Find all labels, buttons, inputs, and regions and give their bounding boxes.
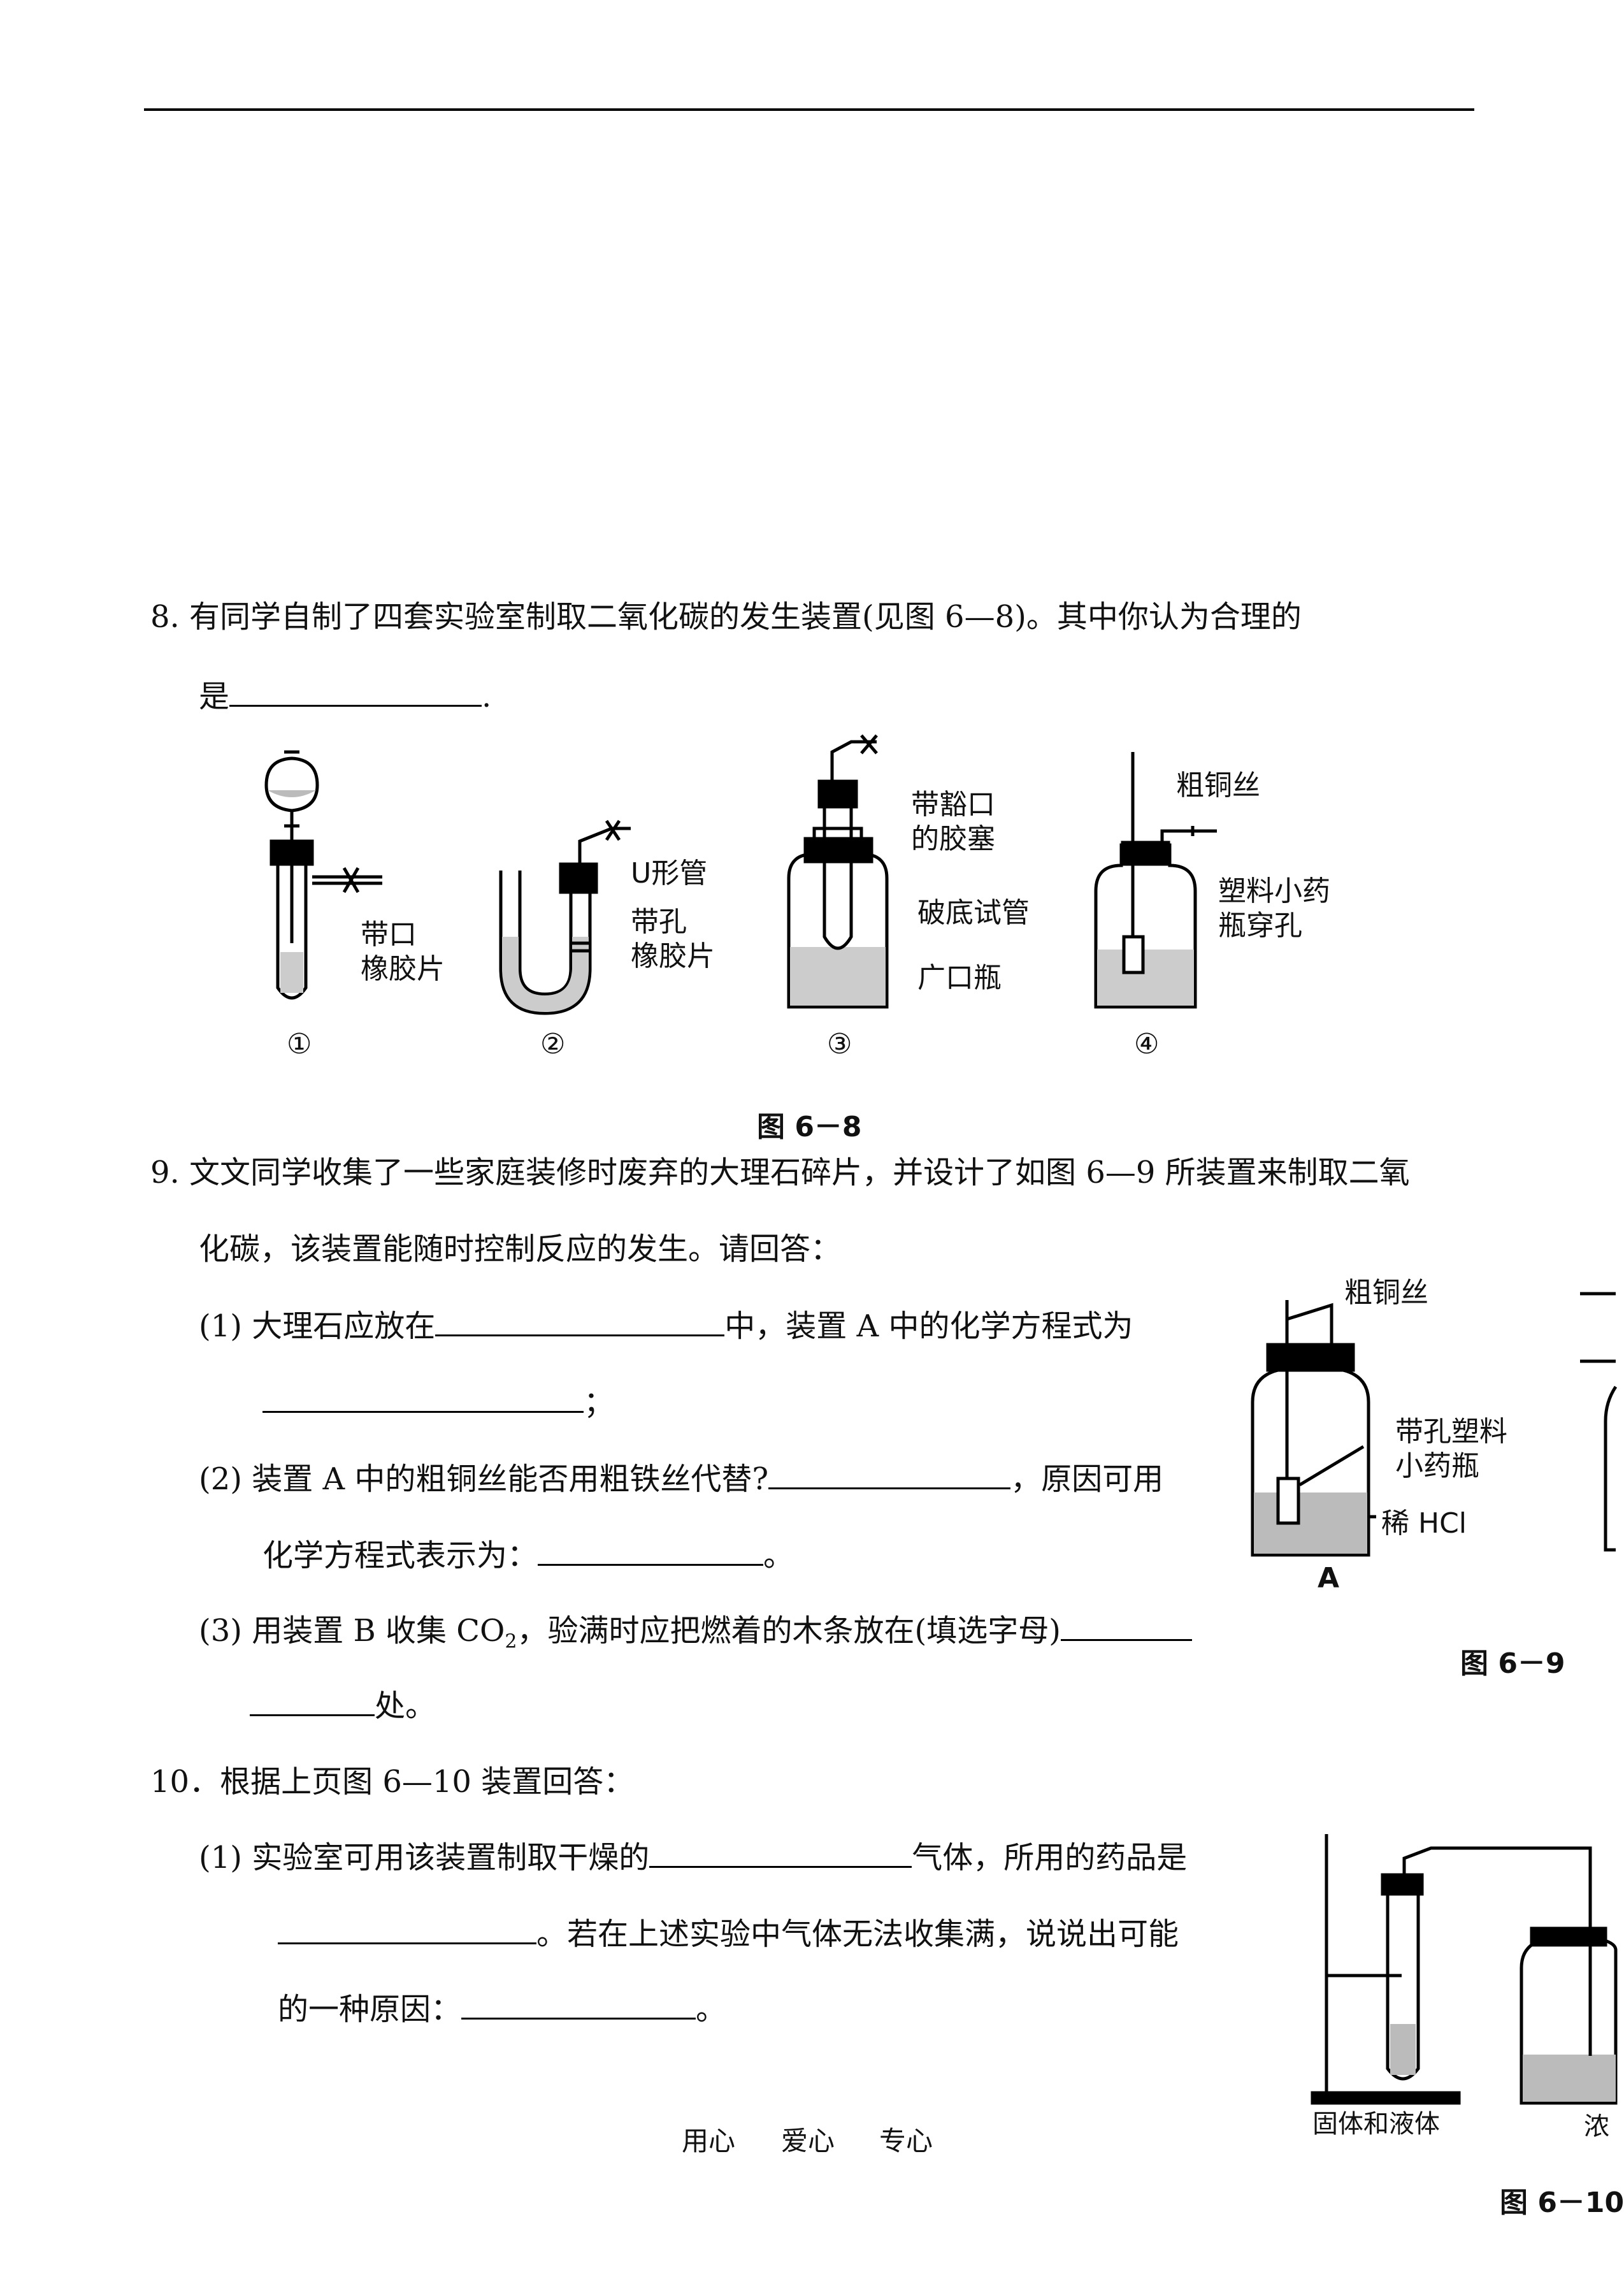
q9-part3-blank-a[interactable] (1060, 1611, 1192, 1641)
fig69-caption: 图 6－9 (1460, 1647, 1565, 1680)
q10-part1-mid: 气体，所用的药品是 (912, 1840, 1188, 1876)
q10-part1-line3-prefix: 的一种原因： (278, 1991, 462, 2027)
q9-part1-line1: (1) 大理石应放在 中，装置 A 中的化学方程式为 (199, 1306, 1133, 1345)
q9-part3-mid: ，验满时应把燃着的木条放在(填选字母) (517, 1613, 1061, 1649)
q10-part1-blank-reason[interactable] (461, 1990, 696, 2020)
footer-text-3: 专心 (879, 2125, 933, 2157)
footer-text-1: 用心 (682, 2125, 736, 2157)
q10-part1-blank-reagents[interactable] (278, 1914, 536, 1944)
q9-part2-prefix: (2) 装置 A 中的粗铜丝能否用粗铁丝代替? (199, 1461, 769, 1497)
fig69-label-bottle: 带孔塑料 小药瓶 (1395, 1415, 1507, 1482)
q9-part2-blank-answer[interactable] (768, 1459, 1011, 1489)
fig610-caption: 图 6－10 (1500, 2186, 1624, 2219)
fig68-label-4a: 粗铜丝 (1176, 769, 1260, 802)
fig69-label-wire: 粗铜丝 (1344, 1276, 1428, 1309)
header-rule (144, 108, 1474, 111)
q10-part1-line2-end: 。若在上述实验中气体无法收集满，说说出可能 (536, 1916, 1179, 1952)
q8-line2-suffix: . (482, 679, 492, 714)
apparatus-3 (789, 735, 887, 1007)
q9-part1-mid: 中，装置 A 中的化学方程式为 (724, 1308, 1133, 1344)
q9-line1: 9. 文文同学收集了一些家庭装修时废弃的大理石碎片，并设计了如图 6—9 所装置… (150, 1155, 1410, 1190)
q10-part1-line2: 。若在上述实验中气体无法收集满，说说出可能 (278, 1914, 1179, 1953)
q9-part2-mid: ，原因可用 (1010, 1461, 1164, 1497)
q9-part2-blank-equation[interactable] (538, 1536, 764, 1566)
q9-part1-blank-location[interactable] (435, 1306, 725, 1336)
q10-part1-blank-gas[interactable] (649, 1838, 912, 1868)
fig69-label-a: A (1318, 1562, 1340, 1594)
fig610-label-right: 浓 (1584, 2112, 1609, 2141)
fig68-label-1: 带口 橡胶片 (361, 918, 445, 985)
q9-part2-line2-prefix: 化学方程式表示为： (262, 1538, 538, 1573)
q9-part1-blank-equation[interactable] (262, 1383, 584, 1413)
fig610-label-left: 固体和液体 (1312, 2109, 1440, 2139)
q9-part1-end: ； (584, 1385, 615, 1420)
fig68-label-2a: U形管 (631, 857, 708, 890)
q10-part1-line3: 的一种原因： 。 (278, 1990, 726, 2028)
q9-part1-line2: ； (262, 1383, 614, 1422)
apparatus-2 (501, 821, 631, 1013)
q9-part2-line1: (2) 装置 A 中的粗铜丝能否用粗铁丝代替? ，原因可用 (199, 1459, 1163, 1498)
figure-6-9-apparatus (0, 0, 1616, 1721)
q9-part3-prefix: (3) 用装置 B 收集 CO (199, 1613, 505, 1649)
fig68-label-2b: 带孔 橡胶片 (631, 906, 715, 972)
figure-6-8-apparatus (0, 0, 1616, 1147)
q9-part2-line2: 化学方程式表示为： 。 (262, 1536, 794, 1575)
fig68-label-3c: 广口瓶 (917, 962, 1002, 994)
q10-part1-prefix: (1) 实验室可用该装置制取干燥的 (199, 1840, 650, 1876)
q8-answer-blank[interactable] (229, 677, 482, 707)
fig68-number-1: ① (287, 1028, 312, 1060)
fig68-label-3a: 带豁口 的胶塞 (911, 788, 995, 855)
apparatus-4 (1096, 752, 1217, 1007)
fig68-number-3: ③ (827, 1028, 852, 1060)
q9-part3-end: 处。 (375, 1688, 436, 1724)
q9-part1-prefix: (1) 大理石应放在 (199, 1308, 436, 1344)
q9-part3-line2: 处。 (250, 1686, 436, 1725)
q9-part2-line2-end: 。 (763, 1538, 794, 1573)
fig68-label-3b: 破底试管 (917, 897, 1030, 929)
fig68-number-4: ④ (1134, 1028, 1160, 1060)
fig68-label-4b: 塑料小药 瓶穿孔 (1218, 875, 1330, 942)
q8-line2-prefix: 是 (199, 679, 230, 714)
q9-part3-line1: (3) 用装置 B 收集 CO2，验满时应把燃着的木条放在(填选字母) (199, 1611, 1192, 1661)
q10-line1: 10．根据上页图 6—10 装置回答： (150, 1764, 635, 1800)
fig69-label-acid: 稀 HCl (1381, 1507, 1467, 1540)
q10-part1-line1: (1) 实验室可用该装置制取干燥的 气体，所用的药品是 (199, 1838, 1187, 1877)
footer-text-2: 爱心 (781, 2125, 835, 2157)
q8-line2: 是. (199, 677, 491, 716)
fig68-number-2: ② (540, 1028, 566, 1060)
q9-line2: 化碳，该装置能随时控制反应的发生。请回答： (199, 1231, 842, 1267)
q9-part3-subscript: 2 (505, 1630, 517, 1653)
fig68-caption: 图 6－8 (757, 1111, 862, 1143)
q10-part1-line3-end: 。 (696, 1991, 727, 2027)
q9-part3-blank-b[interactable] (250, 1686, 375, 1716)
q8-line1: 8. 有同学自制了四套实验室制取二氧化碳的发生装置(见图 6—8)。其中你认为合… (150, 599, 1302, 635)
apparatus-1 (266, 752, 382, 998)
